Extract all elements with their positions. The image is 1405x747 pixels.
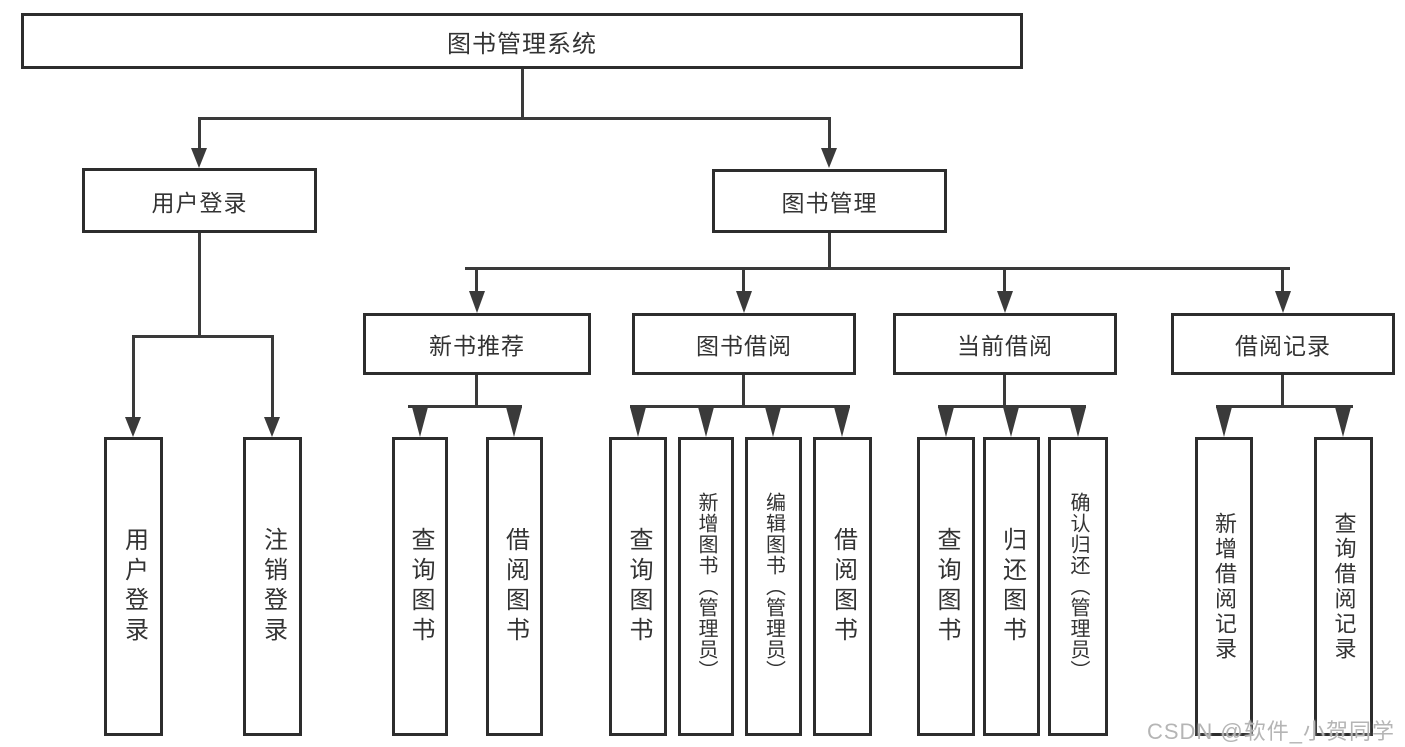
leaf-bb-query-book-label: 查询图书 bbox=[625, 526, 652, 647]
arrow-down-icon bbox=[1335, 407, 1351, 437]
arrow-down-icon bbox=[698, 407, 714, 437]
node-book-borrow: 图书借阅 bbox=[632, 313, 856, 375]
leaf-br-add-record-label: 新增借阅记录 bbox=[1212, 511, 1237, 662]
node-user-login: 用户登录 bbox=[82, 168, 317, 233]
node-book-borrow-label: 图书借阅 bbox=[696, 333, 792, 359]
connector-group5-bar bbox=[1216, 405, 1353, 408]
arrow-down-icon bbox=[1216, 407, 1232, 437]
arrow-down-icon bbox=[469, 291, 485, 313]
arrow-down-icon bbox=[1070, 407, 1086, 437]
leaf-cb-return-book: 归还图书 bbox=[983, 437, 1040, 736]
leaf-cb-query-book: 查询图书 bbox=[917, 437, 975, 736]
node-borrow-record-label: 借阅记录 bbox=[1235, 333, 1331, 359]
leaf-nb-borrow-book: 借阅图书 bbox=[486, 437, 543, 736]
arrow-down-icon bbox=[765, 407, 781, 437]
node-root-label: 图书管理系统 bbox=[447, 30, 597, 58]
leaf-bb-edit-book-label: 编辑图书（管理员） bbox=[762, 492, 785, 681]
connector-book-mgmt-drop bbox=[828, 233, 831, 269]
leaf-nb-query-book-label: 查询图书 bbox=[407, 526, 434, 647]
leaf-bb-query-book: 查询图书 bbox=[609, 437, 667, 736]
connector-new-book-stem bbox=[475, 267, 478, 293]
arrow-down-icon bbox=[412, 407, 428, 437]
leaf-cb-query-book-label: 查询图书 bbox=[933, 526, 960, 647]
arrow-down-icon bbox=[997, 291, 1013, 313]
connector-group3-drop bbox=[742, 375, 745, 408]
leaf-nb-query-book: 查询图书 bbox=[392, 437, 448, 736]
arrow-down-icon bbox=[191, 148, 207, 168]
connector-book-mgmt-stem bbox=[828, 117, 831, 150]
connector-group2-bar bbox=[408, 405, 522, 408]
arrow-down-icon bbox=[736, 291, 752, 313]
arrow-down-icon bbox=[125, 417, 141, 437]
connector-user-login-stem bbox=[198, 117, 201, 150]
connector-book-borrow-stem bbox=[742, 267, 745, 293]
leaf-bb-edit-book: 编辑图书（管理员） bbox=[745, 437, 802, 736]
arrow-down-icon bbox=[630, 407, 646, 437]
leaf-br-query-record: 查询借阅记录 bbox=[1314, 437, 1373, 736]
arrow-down-icon bbox=[1275, 291, 1291, 313]
arrow-down-icon bbox=[821, 148, 837, 168]
arrow-down-icon bbox=[506, 407, 522, 437]
node-book-management: 图书管理 bbox=[712, 169, 947, 233]
connector-group4-bar bbox=[938, 405, 1086, 408]
connector-current-borrow-stem bbox=[1003, 267, 1006, 293]
leaf-logout-label: 注销登录 bbox=[259, 526, 287, 647]
leaf-bb-add-book-label: 新增图书（管理员） bbox=[695, 492, 717, 681]
leaf-bb-borrow-book-label: 借阅图书 bbox=[829, 526, 857, 647]
connector-group1-stem bbox=[271, 335, 274, 419]
node-new-book-recommend-label: 新书推荐 bbox=[429, 333, 525, 359]
watermark: CSDN @软件_小贺同学 bbox=[1146, 719, 1395, 744]
connector-level3-bar bbox=[465, 267, 1290, 270]
connector-group5-drop bbox=[1281, 375, 1284, 408]
node-borrow-record: 借阅记录 bbox=[1171, 313, 1395, 375]
node-user-login-label: 用户登录 bbox=[151, 189, 248, 216]
leaf-br-add-record: 新增借阅记录 bbox=[1195, 437, 1253, 736]
leaf-logout: 注销登录 bbox=[243, 437, 302, 736]
leaf-nb-borrow-book-label: 借阅图书 bbox=[501, 526, 529, 647]
leaf-br-query-record-label: 查询借阅记录 bbox=[1331, 511, 1357, 662]
arrow-down-icon bbox=[1003, 407, 1019, 437]
arrow-down-icon bbox=[264, 417, 280, 437]
connector-group1-stem bbox=[132, 335, 135, 419]
connector-group2-drop bbox=[475, 375, 478, 408]
leaf-cb-return-book-label: 归还图书 bbox=[998, 526, 1026, 647]
leaf-cb-confirm-return: 确认归还（管理员） bbox=[1048, 437, 1108, 736]
node-book-management-label: 图书管理 bbox=[781, 190, 878, 216]
node-new-book-recommend: 新书推荐 bbox=[363, 313, 591, 375]
node-current-borrow-label: 当前借阅 bbox=[957, 333, 1053, 359]
arrow-down-icon bbox=[938, 407, 954, 437]
connector-group3-bar bbox=[630, 405, 850, 408]
connector-root-drop bbox=[521, 69, 524, 120]
leaf-user-login: 用户登录 bbox=[104, 437, 163, 736]
arrow-down-icon bbox=[834, 407, 850, 437]
leaf-cb-confirm-return-label: 确认归还（管理员） bbox=[1067, 492, 1089, 681]
node-current-borrow: 当前借阅 bbox=[893, 313, 1117, 375]
connector-user-login-drop bbox=[198, 233, 201, 338]
leaf-bb-borrow-book: 借阅图书 bbox=[813, 437, 872, 736]
connector-group1-bar bbox=[132, 335, 274, 338]
leaf-bb-add-book: 新增图书（管理员） bbox=[678, 437, 734, 736]
connector-group4-drop bbox=[1003, 375, 1006, 408]
connector-level2-bar bbox=[198, 117, 831, 120]
node-root: 图书管理系统 bbox=[21, 13, 1023, 69]
connector-borrow-record-stem bbox=[1281, 267, 1284, 293]
leaf-user-login-label: 用户登录 bbox=[120, 526, 148, 647]
